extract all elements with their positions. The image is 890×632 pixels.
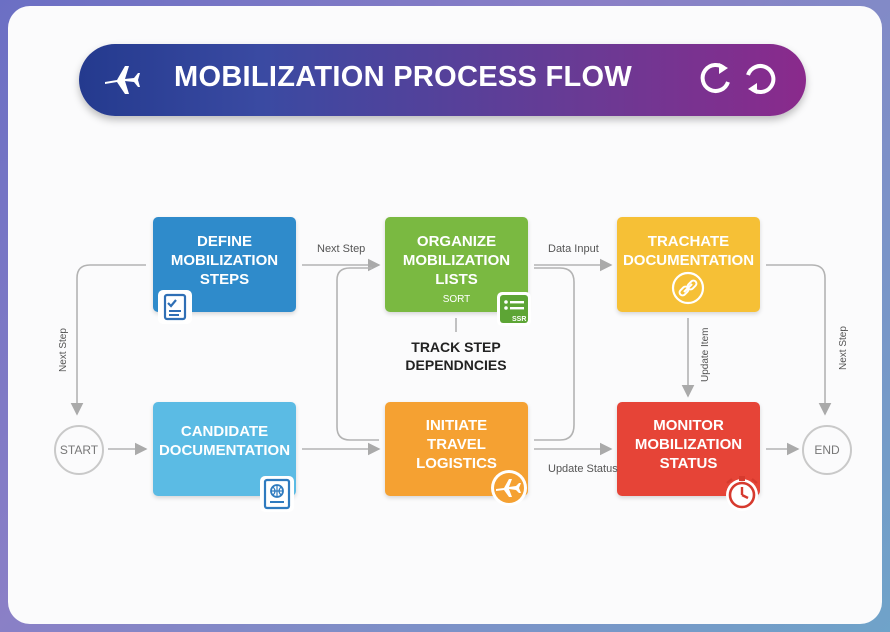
edge-label-next-step-left: Next Step [58, 328, 69, 372]
airplane-icon [491, 470, 527, 506]
track-dep-line: TRACK STEP [411, 339, 501, 355]
box-label: STATUS [659, 455, 718, 472]
candidate-documentation-box: CANDIDATE DOCUMENTATION [153, 402, 296, 496]
edge-label-update-item: Update Item [700, 327, 711, 382]
box-label: CANDIDATE [180, 423, 269, 440]
track-documentation-box: TRACHATE DOCUMENTATION [617, 217, 760, 312]
refresh-cycle-icon [700, 63, 776, 94]
box-label: DEFINE [196, 233, 252, 250]
box-label: INITIATE [425, 417, 488, 434]
box-label: STEPS [199, 271, 250, 288]
box-label: ORGANIZE [416, 233, 497, 250]
box-label: MOBILIZATION [634, 436, 743, 453]
box-label: MONITOR [653, 417, 724, 434]
checklist-icon [158, 290, 192, 324]
box-label: TRAVEL [427, 436, 486, 453]
page-title: MOBILIZATION PROCESS FLOW [174, 61, 633, 93]
start-node: START [54, 425, 104, 475]
define-steps-box: DEFINE MOBILIZATION STEPS [153, 217, 296, 312]
box-label: MOBILIZATION [402, 252, 511, 269]
box-sublabel: SORT [442, 294, 471, 305]
list-sort-icon-label: SSR [512, 316, 527, 323]
airplane-icon [105, 66, 140, 94]
link-icon [671, 271, 705, 305]
box-label: LOGISTICS [416, 455, 497, 472]
box-label: DOCUMENTATION [622, 252, 755, 269]
title-banner [79, 44, 806, 116]
edge-label-data-input: Data Input [548, 243, 599, 255]
box-label: DOCUMENTATION [158, 442, 291, 459]
edge-label-next-step: Next Step [317, 243, 366, 255]
monitor-status-box: MONITOR MOBILIZATION STATUS [617, 402, 760, 496]
box-label: MOBILIZATION [170, 252, 279, 269]
track-step-dependencies-label: TRACK STEP DEPENDNCIES [388, 338, 524, 374]
stopwatch-icon [726, 476, 758, 511]
box-label: LISTS [435, 271, 478, 288]
end-node: END [802, 425, 852, 475]
track-dep-line: DEPENDNCIES [405, 357, 507, 373]
edge-label-update-status: Update Status [548, 463, 618, 475]
edge-label-next-step-right: Next Step [838, 326, 849, 370]
passport-icon [260, 476, 294, 512]
list-sort-icon [497, 292, 531, 326]
box-label: TRACHATE [647, 233, 730, 250]
